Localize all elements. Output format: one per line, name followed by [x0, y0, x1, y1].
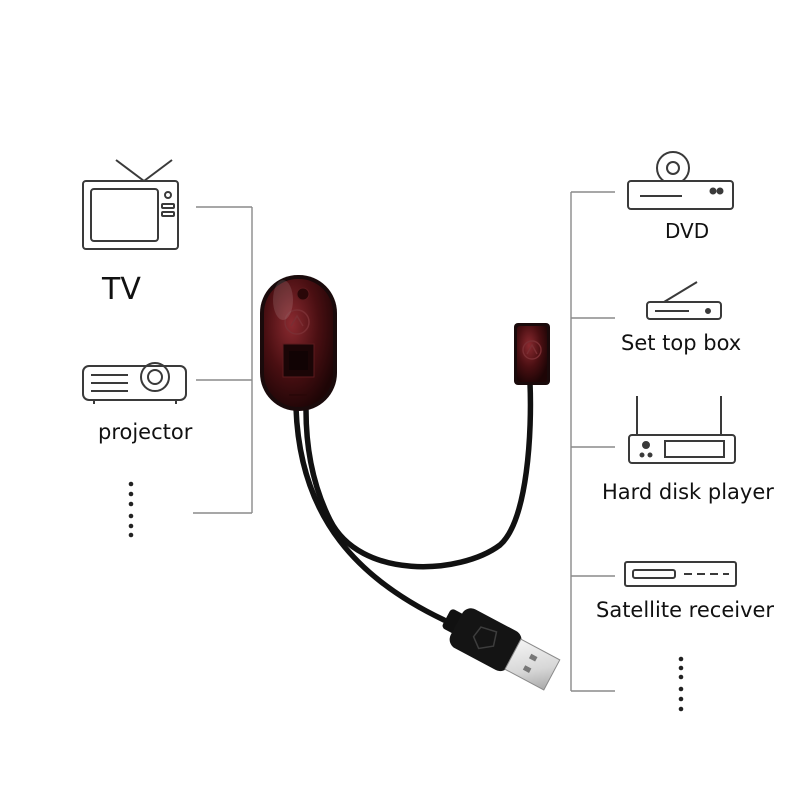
- ir-receiver-icon: [260, 275, 337, 411]
- ir-emitter-icon: [514, 323, 550, 385]
- left-more-ellipsis-icon: [128, 481, 134, 538]
- set-top-box-label: Set top box: [621, 331, 742, 355]
- dvd-player-icon: [627, 151, 734, 210]
- hard-disk-player-label: Hard disk player: [602, 480, 774, 504]
- projector-icon: [82, 362, 187, 404]
- emitter-cable: [303, 380, 534, 570]
- satellite-receiver-label: Satellite receiver: [596, 598, 775, 622]
- right-more-ellipsis-icon: [678, 656, 684, 712]
- satellite-receiver-icon: [624, 561, 737, 587]
- dvd-label: DVD: [665, 219, 710, 243]
- hard-disk-player-icon: [628, 396, 736, 464]
- receiver-cable: [293, 405, 447, 623]
- right-bracket-lines: [570, 191, 615, 692]
- tv-icon: [82, 159, 179, 250]
- tv-label: TV: [102, 272, 141, 307]
- set-top-box-icon: [646, 281, 722, 320]
- usb-plug-icon: [442, 608, 561, 691]
- projector-label: projector: [98, 420, 193, 444]
- left-bracket-lines: [193, 206, 253, 514]
- cables: [293, 380, 534, 623]
